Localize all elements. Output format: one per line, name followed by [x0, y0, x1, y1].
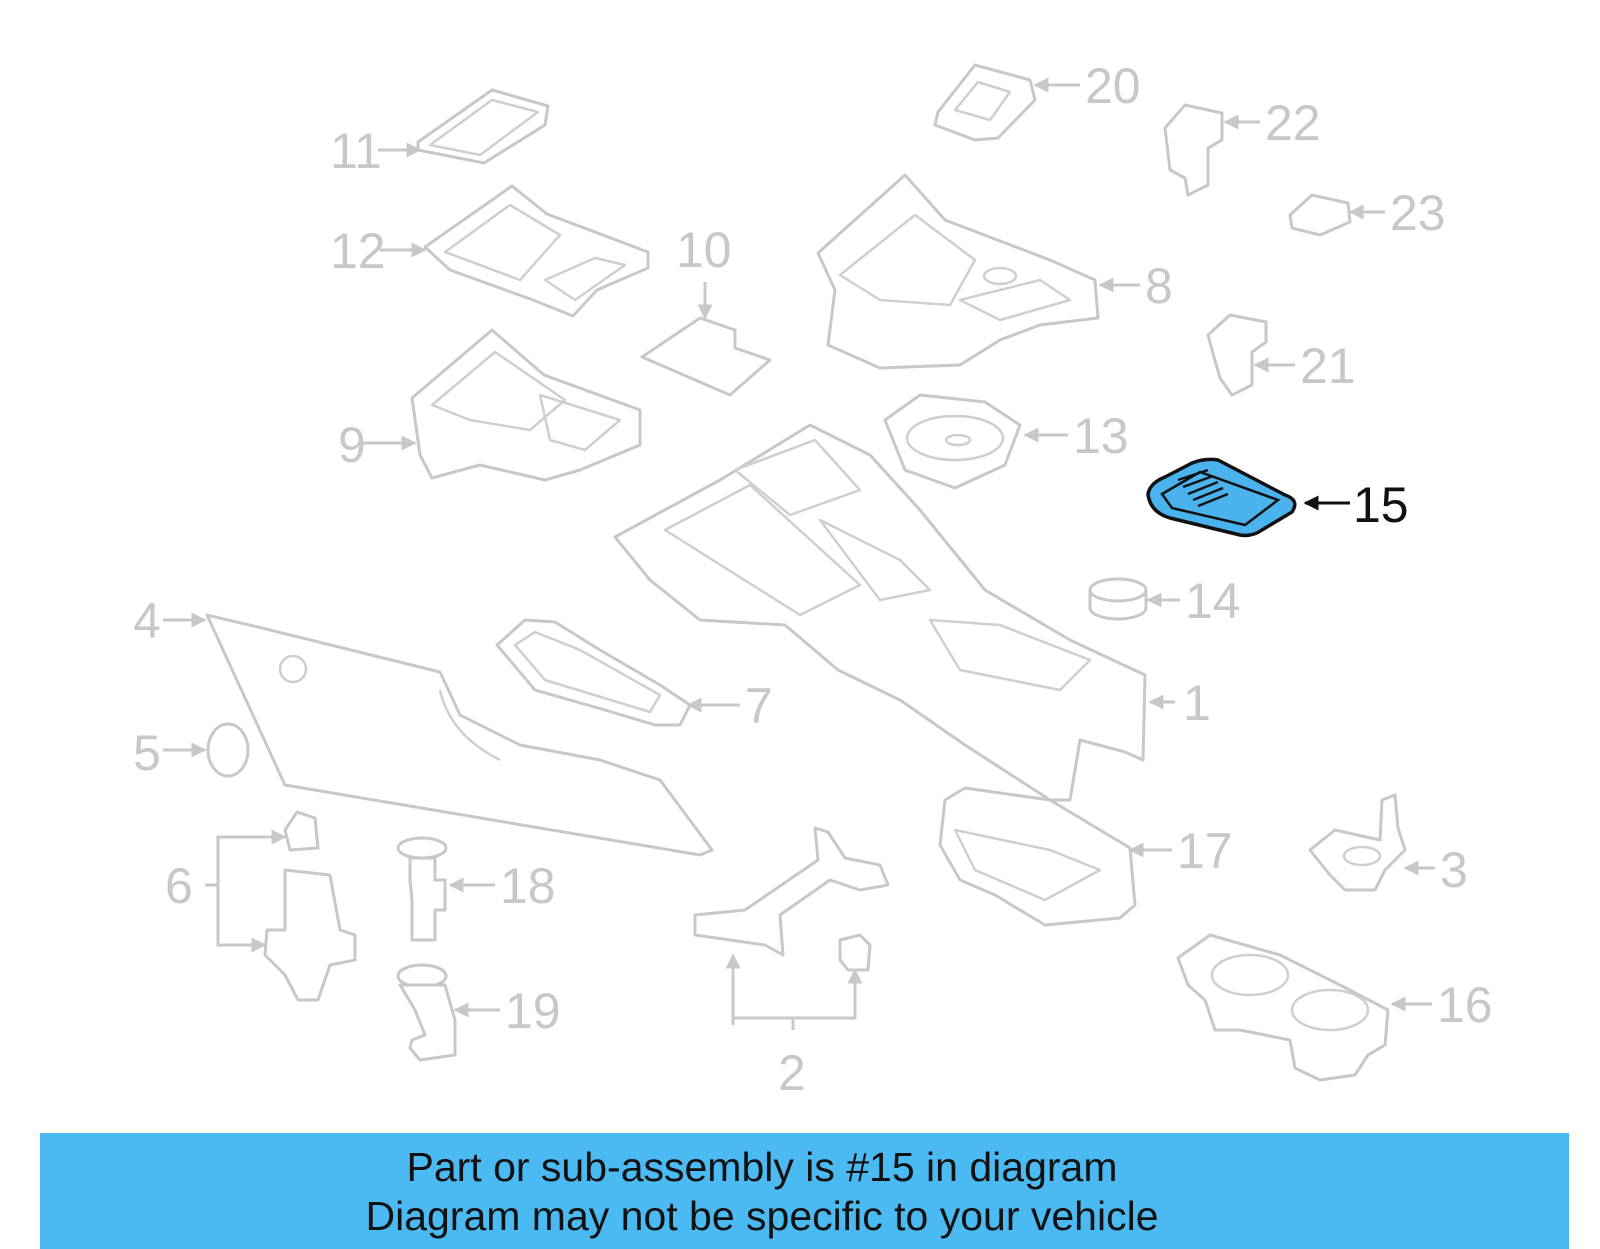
part-11-shape: [416, 88, 550, 165]
part-21-shape: [1206, 313, 1268, 397]
callout-14: 14: [1185, 573, 1241, 629]
part-5-shape: [206, 722, 250, 778]
callout-15: 15: [1353, 477, 1409, 533]
part-4-shape: [205, 613, 714, 857]
part-8-shape: [816, 173, 1100, 370]
callout-3: 3: [1440, 842, 1468, 898]
callout-19: 19: [505, 983, 561, 1039]
part-18-shape: [396, 836, 448, 942]
part-6-shape: [263, 810, 357, 1002]
part-7-shape: [495, 618, 692, 727]
part-17-shape: [938, 786, 1137, 927]
callout-5: 5: [133, 725, 161, 781]
part-16-shape: [1176, 933, 1390, 1082]
callout-2: 2: [778, 1045, 806, 1101]
banner-line-2: Diagram may not be specific to your vehi…: [365, 1193, 1159, 1239]
part-12-shape: [423, 184, 650, 318]
part-3-shape: [1308, 793, 1407, 892]
parts-diagram: 1 2 3 4 5 6 7 8 9 10 11 12 13 14 15 16 1…: [133, 58, 1493, 1101]
callout-9: 9: [338, 417, 366, 473]
callout-23: 23: [1390, 185, 1446, 241]
part-19-shape: [396, 963, 457, 1062]
part-15-highlighted[interactable]: [1146, 457, 1297, 538]
callout-17: 17: [1177, 823, 1233, 879]
part-20-shape: [933, 63, 1037, 142]
banner-line-1: Part or sub-assembly is #15 in diagram: [406, 1144, 1118, 1190]
callout-8: 8: [1145, 258, 1173, 314]
callout-4: 4: [133, 593, 161, 649]
callout-11: 11: [330, 123, 382, 179]
part-14-shape: [1088, 577, 1148, 621]
info-banner: Part or sub-assembly is #15 in diagram D…: [40, 1133, 1569, 1249]
callout-12: 12: [330, 223, 386, 279]
callout-20: 20: [1085, 58, 1141, 114]
callout-10: 10: [676, 222, 732, 278]
part-9-shape: [410, 328, 642, 482]
part-22-shape: [1163, 103, 1224, 197]
part-10-shape: [640, 316, 772, 397]
callout-21: 21: [1300, 338, 1356, 394]
part-13-shape: [883, 393, 1022, 490]
callout-6: 6: [165, 858, 193, 914]
callout-22: 22: [1265, 95, 1321, 151]
callout-labels: 1 2 3 4 5 6 7 8 9 10 11 12 13 14 15 16 1…: [133, 58, 1493, 1101]
callout-7: 7: [745, 678, 773, 734]
part-1-shape: [613, 423, 1147, 802]
callout-1: 1: [1183, 675, 1211, 731]
part-23-shape: [1288, 193, 1352, 237]
callout-18: 18: [500, 858, 556, 914]
leader-lines: [163, 77, 1435, 1030]
part-2-shape: [693, 826, 890, 972]
callout-13: 13: [1073, 408, 1129, 464]
callout-16: 16: [1437, 977, 1493, 1033]
